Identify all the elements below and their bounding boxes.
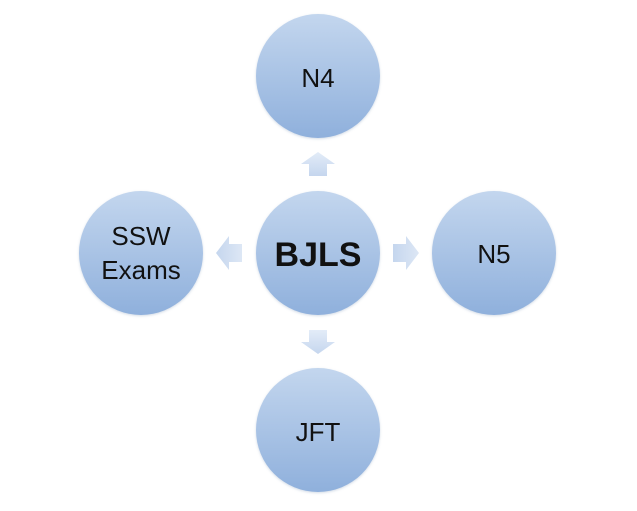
arrow-up	[301, 152, 335, 176]
arrow-down	[301, 330, 335, 354]
node-ssw-exams-label-line1: SSW	[111, 221, 171, 251]
node-jft: JFT	[256, 368, 380, 492]
arrow-left	[216, 236, 242, 270]
node-ssw-exams-label-line2: Exams	[101, 255, 180, 285]
node-n4: N4	[256, 14, 380, 138]
node-n4-label: N4	[301, 63, 334, 93]
center-node: BJLS	[256, 191, 380, 315]
center-node-label: BJLS	[275, 236, 362, 274]
arrow-right	[393, 236, 419, 270]
node-n5: N5	[432, 191, 556, 315]
node-n5-label: N5	[477, 239, 510, 269]
node-jft-label: JFT	[296, 417, 341, 447]
node-ssw-exams: SSW Exams	[79, 191, 203, 315]
